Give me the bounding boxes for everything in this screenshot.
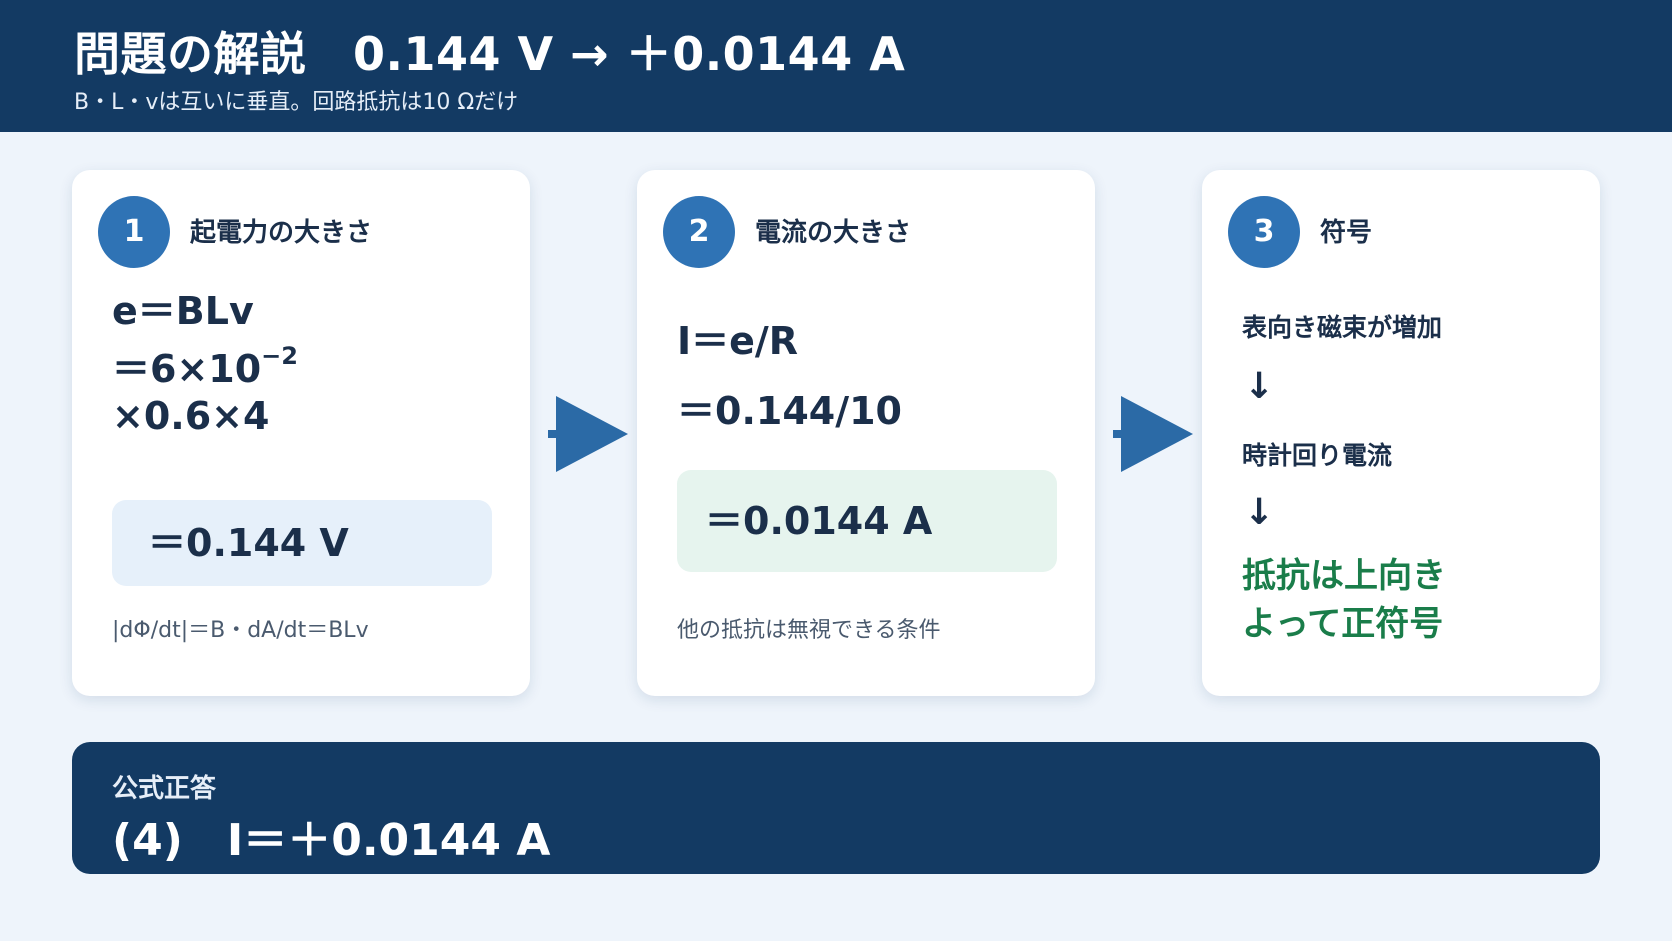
sign-reason-line: 時計回り電流: [1242, 441, 1393, 470]
page-title: 問題の解説 0.144 V → ＋0.0144 A: [74, 27, 906, 81]
step-title: 電流の大きさ: [755, 218, 912, 248]
down-arrow-icon: ↓: [1244, 492, 1275, 533]
step-title: 符号: [1320, 218, 1373, 248]
conclusion-line: 抵抗は上向き: [1242, 556, 1446, 596]
step-note: |dΦ/dt|＝B・dA/dt＝BLv: [112, 618, 369, 643]
conclusion-line: よって正符号: [1242, 604, 1444, 644]
sign-conclusion: 抵抗は上向き よって正符号: [1242, 552, 1446, 648]
step-number-badge: 3: [1228, 196, 1300, 268]
formula-line: ＝6×10−2: [112, 338, 298, 393]
step-card-sign: 3 符号 表向き磁束が増加 ↓ 時計回り電流 ↓ 抵抗は上向き よって正符号: [1202, 170, 1600, 696]
step-number-badge: 1: [98, 196, 170, 268]
header-banner: 問題の解説 0.144 V → ＋0.0144 A B・L・vは互いに垂直。回路…: [0, 0, 1672, 132]
formula-line: ×0.6×4: [112, 394, 270, 438]
flow-arrow-right: [548, 396, 628, 472]
answer-banner: 公式正答 (4) I＝＋0.0144 A: [72, 742, 1600, 874]
formula-line: I＝e/R: [677, 319, 799, 363]
page-subtitle: B・L・vは互いに垂直。回路抵抗は10 Ωだけ: [74, 90, 519, 115]
answer-label: 公式正答: [112, 774, 217, 804]
formula-base: ＝6×10: [112, 347, 262, 391]
step-card-current: 2 電流の大きさ I＝e/R ＝0.144/10 ＝0.0144 A 他の抵抗は…: [637, 170, 1095, 696]
sign-reason-line: 表向き磁束が増加: [1242, 313, 1443, 342]
current-result-box: ＝0.0144 A: [677, 470, 1057, 572]
step-title: 起電力の大きさ: [190, 218, 373, 248]
formula-line: ＝0.144/10: [677, 389, 902, 433]
formula-exponent: −2: [261, 342, 298, 370]
step-note: 他の抵抗は無視できる条件: [677, 618, 941, 643]
formula-line: e＝BLv: [112, 289, 254, 333]
down-arrow-icon: ↓: [1244, 366, 1275, 407]
emf-result-box: ＝0.144 V: [112, 500, 492, 586]
step-card-emf: 1 起電力の大きさ e＝BLv ＝6×10−2 ×0.6×4 ＝0.144 V …: [72, 170, 530, 696]
step-number-badge: 2: [663, 196, 735, 268]
flow-arrow-right: [1113, 396, 1193, 472]
answer-value: (4) I＝＋0.0144 A: [112, 815, 551, 866]
